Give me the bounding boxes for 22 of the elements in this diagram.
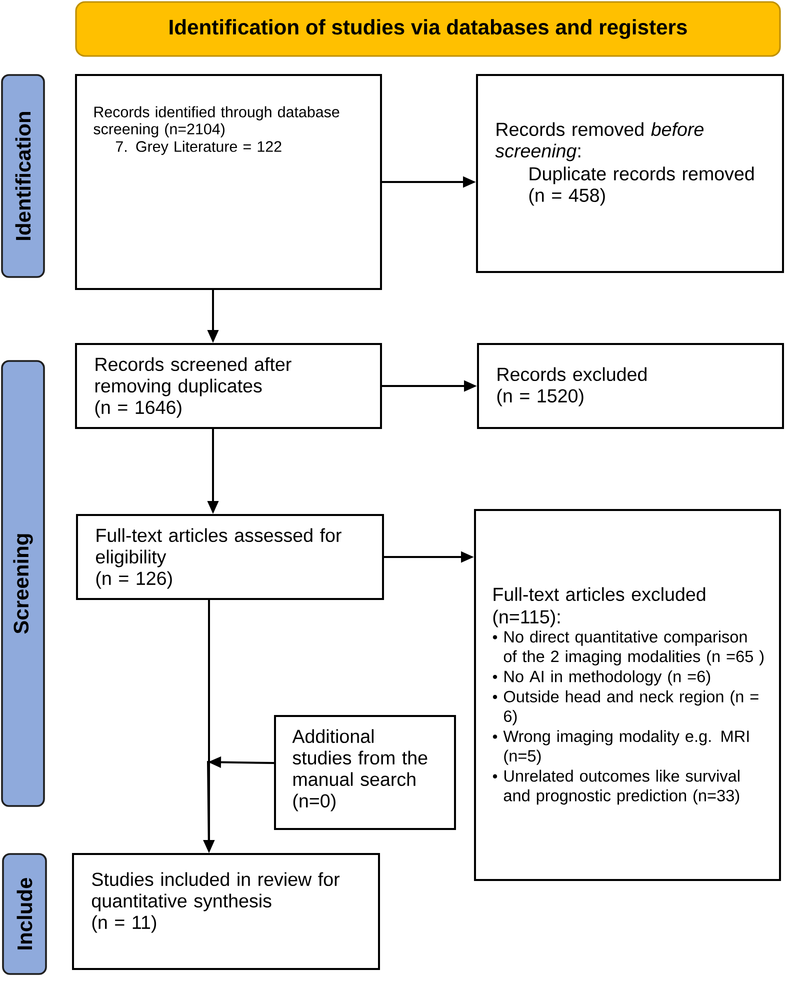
list-item: 7. Grey Literature = 122 xyxy=(116,140,282,155)
list-item: No direct quantitative comparison of the 2 imaging modalities (n =65 ) xyxy=(504,630,764,666)
section-banner: Identification of studies via databases and registers xyxy=(75,1,781,57)
box-heading: Records removed before screening: xyxy=(495,122,704,162)
list-item: Wrong imaging modality e.g. MRI (n=5) xyxy=(503,730,749,765)
process-box xyxy=(474,509,781,881)
phase-band: Include xyxy=(2,853,47,975)
list-item: Unrelated outcomes like survival and prognostic prediction (n=33) xyxy=(504,770,740,805)
phase-band: Identification xyxy=(1,74,45,278)
process-box xyxy=(75,74,382,290)
process-box: Studies included in review for quantitative synthesis (n = 11) xyxy=(72,853,380,970)
process-box: Full-text articles assessed for eligibility (n = 126) xyxy=(76,514,384,600)
process-box: Records excluded (n = 1520) xyxy=(477,343,784,429)
process-box: Records screened after removing duplicates (n = 1646) xyxy=(75,343,382,429)
list-item: No AI in methodology (n =6) xyxy=(504,670,710,686)
phase-band: Screening xyxy=(1,360,45,807)
process-box: Additional studies from the manual search (n=0) xyxy=(274,715,456,830)
box-heading: Full-text articles excluded (n=115): xyxy=(493,587,706,628)
process-box xyxy=(476,74,784,273)
box-text: Duplicate records removed (n = 458) xyxy=(529,166,754,206)
box-heading: Records identified through database screening (n=2104) xyxy=(94,106,340,138)
list-item: Outside head and neck region (n = 6) xyxy=(504,690,758,726)
